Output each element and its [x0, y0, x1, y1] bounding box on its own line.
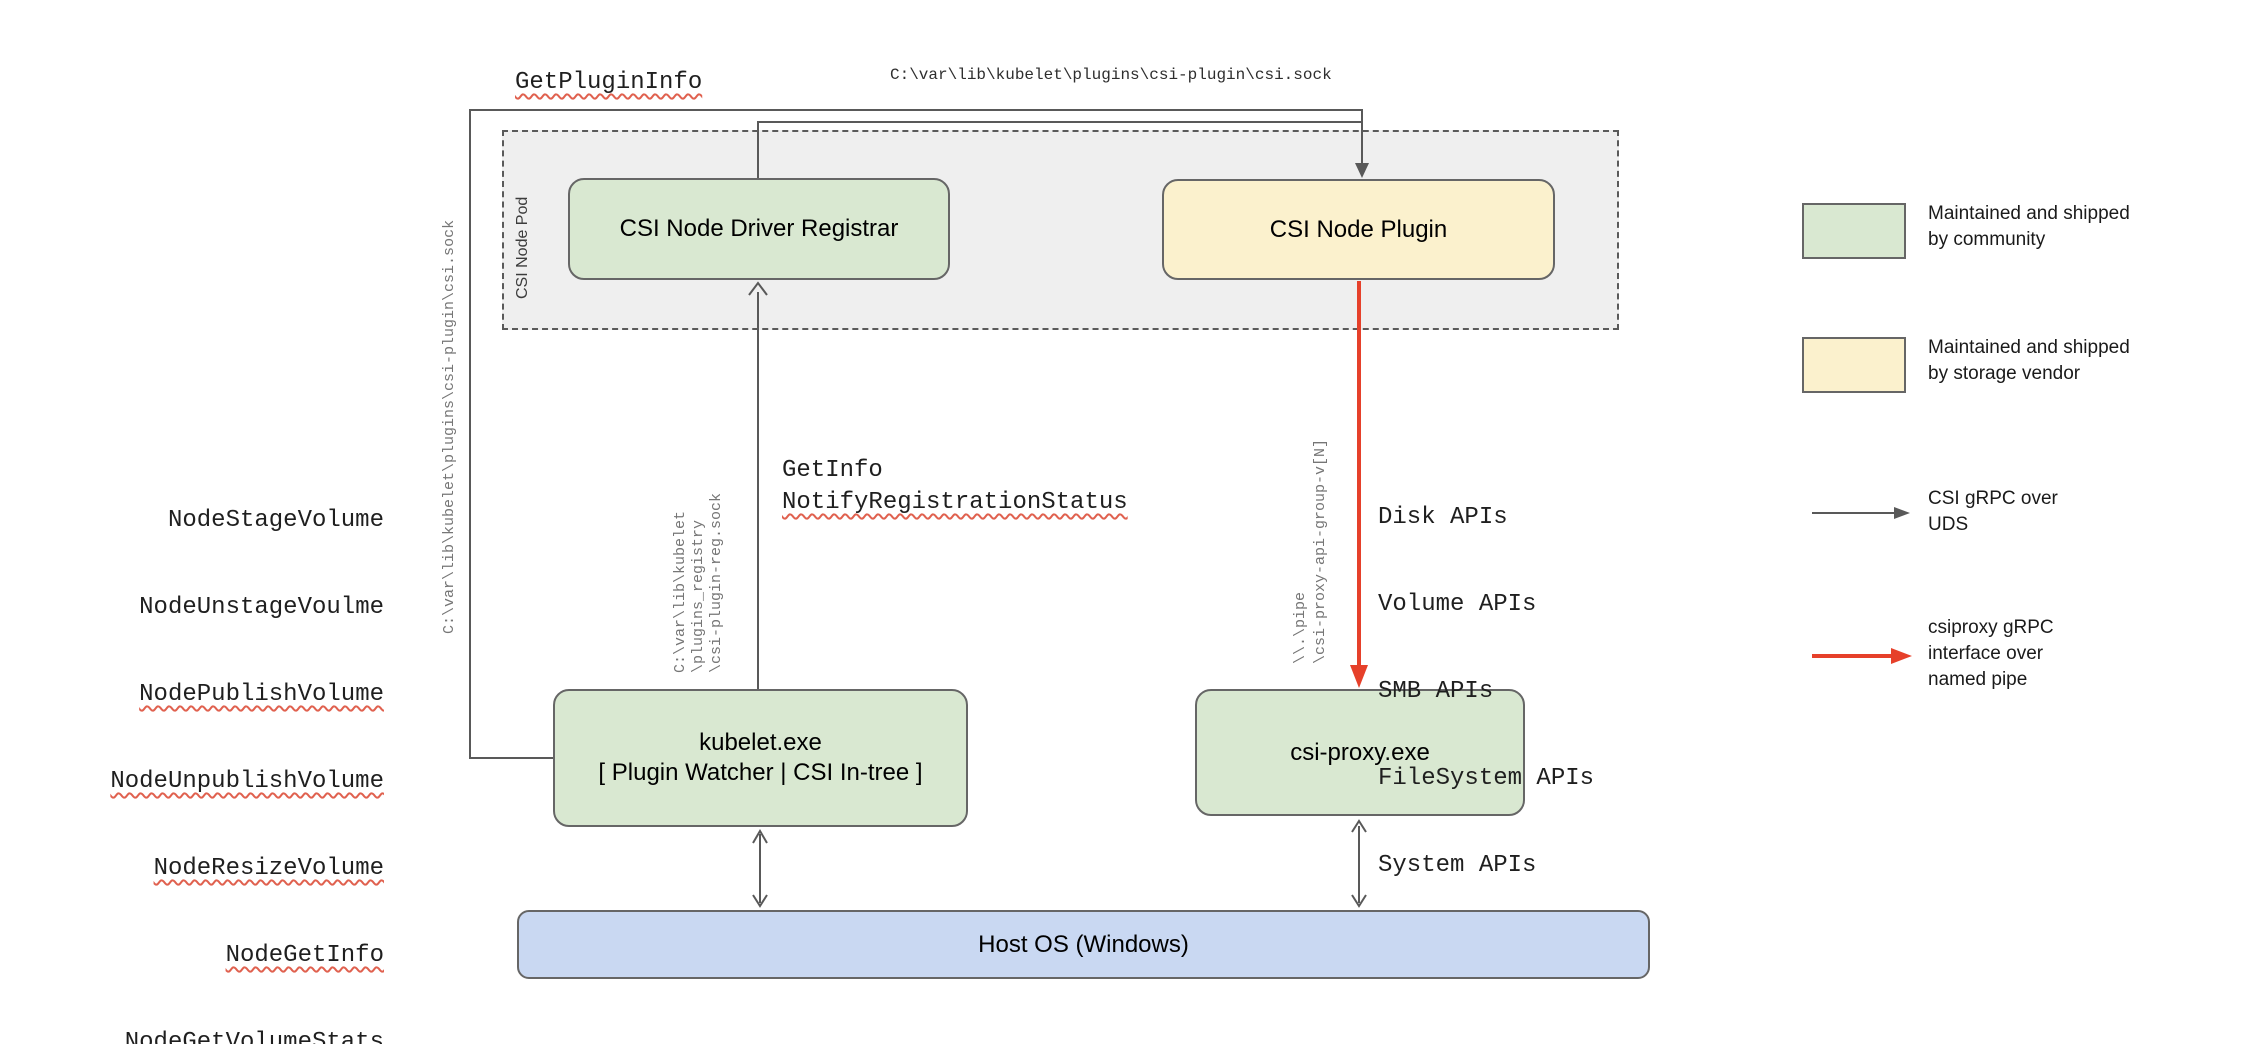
- legend-vendor-swatch: [1802, 337, 1906, 393]
- arrowhead-down-icon: [1355, 163, 1369, 178]
- wire-csiproxy-hostos: [1351, 819, 1367, 908]
- node-call-item: NodePublishVolume: [139, 681, 384, 708]
- legend-uds-arrow-icon: [1812, 507, 1910, 519]
- api-call-item: System APIs: [1378, 852, 1537, 879]
- node-call-item: NodeStageVolume: [167, 507, 384, 534]
- legend-named-pipe-arrow-icon: [1812, 648, 1912, 664]
- get-info-label: GetInfo: [782, 457, 883, 484]
- registrar-label: CSI Node Driver Registrar: [619, 215, 899, 242]
- csi-node-driver-registrar-box: CSI Node Driver Registrar: [568, 178, 950, 280]
- api-call-item: Volume APIs: [1378, 591, 1537, 618]
- node-call-item: NodeUnpublishVolume: [110, 768, 384, 795]
- host-os-label: Host OS (Windows): [978, 930, 1189, 958]
- wire-kubelet-to-registrar: [748, 281, 768, 689]
- node-call-item: NodeUnstageVoulme: [139, 594, 384, 621]
- node-call-item: NodeResizeVolume: [153, 855, 384, 882]
- red-arrowhead-down-icon: [1350, 665, 1368, 688]
- legend-community-text: Maintained and shipped by community: [1928, 203, 2130, 250]
- csi-proxy-label: csi-proxy.exe: [1290, 738, 1430, 766]
- get-plugin-info-label: GetPluginInfo: [515, 69, 703, 96]
- kubelet-label-line2: [ Plugin Watcher | CSI In-tree ]: [598, 759, 923, 786]
- wire-kubelet-hostos: [752, 829, 768, 908]
- legend-named-pipe-text: csiproxy gRPC interface over named pipe: [1928, 617, 2054, 690]
- kubelet-label-line1: kubelet.exe: [699, 729, 822, 756]
- legend-vendor-text: Maintained and shipped by storage vendor: [1928, 337, 2130, 384]
- named-pipe-path-label: \\.\pipe \csi-proxy-api-group-v[N]: [1292, 438, 1329, 664]
- notify-registration-status-label: NotifyRegistrationStatus: [782, 489, 1128, 516]
- kubelet-box: kubelet.exe [ Plugin Watcher | CSI In-tr…: [553, 689, 968, 827]
- api-call-item: FileSystem APIs: [1378, 765, 1595, 792]
- csi-proxy-box: csi-proxy.exe: [1195, 689, 1525, 816]
- wire-kubelet-to-plugin: [469, 109, 1369, 759]
- plugin-label: CSI Node Plugin: [1269, 215, 1448, 243]
- node-call-item: NodeGetVolumeStats: [124, 1029, 384, 1044]
- wire-plugin-to-csiproxy: [1350, 281, 1368, 688]
- registry-sock-path-label: C:\var\lib\kubelet \plugins_registry \cs…: [672, 492, 725, 673]
- host-os-box: Host OS (Windows): [517, 910, 1650, 979]
- api-call-item: SMB APIs: [1378, 678, 1494, 705]
- wire-registrar-to-plugin: [757, 121, 1362, 178]
- arrowhead-up-icon: [748, 281, 768, 296]
- api-call-item: Disk APIs: [1378, 504, 1508, 531]
- arrowhead-down-icon: [752, 894, 768, 908]
- csi-sock-path-top-label: C:\var\lib\kubelet\plugins\csi-plugin\cs…: [890, 66, 1332, 84]
- arrowhead-up-icon: [1351, 819, 1367, 833]
- api-calls-list: Disk APIs Volume APIs SMB APIs FileSyste…: [1378, 445, 1594, 938]
- csi-node-plugin-box: CSI Node Plugin: [1162, 179, 1555, 280]
- legend-community-swatch: [1802, 203, 1906, 259]
- arrowhead-down-icon: [1351, 894, 1367, 908]
- csi-sock-path-left-label: C:\var\lib\kubelet\plugins\csi-plugin\cs…: [441, 219, 458, 634]
- arrowhead-up-icon: [752, 829, 768, 844]
- node-calls-list: NodeStageVolume NodeUnstageVoulme NodePu…: [100, 448, 384, 1044]
- node-call-item: NodeGetInfo: [225, 942, 384, 969]
- legend-uds-text: CSI gRPC over UDS: [1928, 488, 2058, 535]
